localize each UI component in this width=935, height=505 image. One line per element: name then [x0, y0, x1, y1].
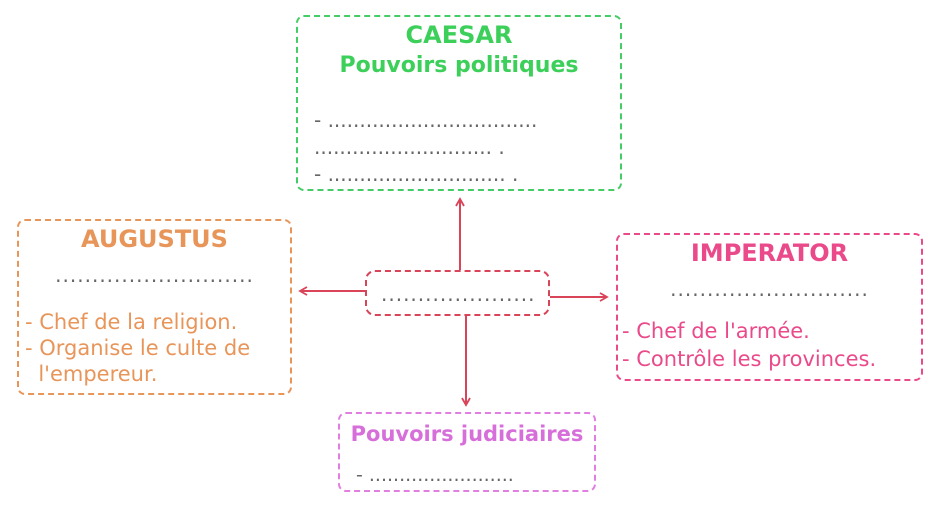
judiciaires-title: Pouvoirs judiciaires	[350, 422, 584, 446]
augustus-box: AUGUSTUS ........................... - C…	[17, 219, 292, 395]
imperator-box: IMPERATOR ........................... - …	[616, 233, 923, 381]
augustus-title: AUGUSTUS	[81, 225, 228, 253]
caesar-lines: - ................................. ....…	[314, 107, 537, 188]
caesar-line: ............................ .	[314, 135, 505, 159]
caesar-title: CAESAR	[405, 21, 513, 49]
caesar-line: - .................................	[314, 108, 538, 132]
imperator-line: - Contrôle les provinces.	[622, 347, 877, 371]
imperator-title: IMPERATOR	[690, 239, 849, 267]
judiciaires-line: - ........................	[356, 464, 514, 486]
augustus-lines: - Chef de la religion. - Organise le cul…	[25, 309, 250, 387]
center-box: .....................	[365, 270, 550, 316]
caesar-line: - ............................ .	[314, 162, 519, 186]
imperator-lines: - Chef de l'armée. - Contrôle les provin…	[622, 317, 876, 373]
augustus-line: - Organise le culte de	[25, 336, 251, 360]
caesar-subtitle: Pouvoirs politiques	[339, 53, 579, 78]
augustus-line: l'empereur.	[25, 362, 158, 386]
augustus-line: - Chef de la religion.	[25, 310, 238, 334]
imperator-dots: ...........................	[670, 277, 869, 301]
caesar-box: CAESAR Pouvoirs politiques - ...........…	[296, 15, 622, 191]
center-dots: .....................	[381, 282, 536, 306]
judiciaires-box: Pouvoirs judiciaires - .................…	[338, 412, 596, 492]
imperator-line: - Chef de l'armée.	[622, 319, 810, 343]
augustus-dots: ...........................	[55, 263, 254, 287]
